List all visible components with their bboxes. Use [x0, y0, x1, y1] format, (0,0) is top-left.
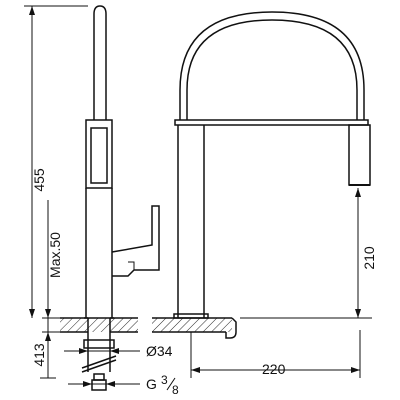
lever-rod [93, 5, 107, 120]
dim-thread-den: 8 [172, 383, 179, 397]
side-view [84, 5, 160, 319]
dim-thread-num: 3 [161, 373, 168, 387]
spout-arch-inner [186, 19, 358, 120]
dim-handle-travel-label: Max.50 [47, 232, 63, 278]
front-view [174, 11, 371, 318]
dim-diameter-label: Ø34 [146, 343, 173, 359]
body-collar [174, 119, 369, 126]
dim-spout-clearance-label: 210 [361, 246, 377, 270]
dim-reach-label: 220 [262, 361, 286, 377]
dim-thread [68, 381, 140, 387]
counter-left [60, 317, 138, 391]
dim-reach [190, 330, 361, 378]
handle-lever [111, 205, 160, 277]
main-column [177, 125, 205, 318]
dim-total-height [24, 5, 88, 318]
dim-counter-thickness-label: 413 [31, 343, 47, 367]
dim-total-height-label: 455 [31, 168, 47, 192]
dim-handle-travel [42, 200, 60, 333]
body-upper [85, 119, 113, 189]
counter-right [152, 313, 237, 339]
dim-thread-label: G [146, 376, 157, 392]
dim-diameter [64, 348, 140, 354]
body-column [85, 188, 113, 318]
dim-counter-thickness [40, 318, 56, 379]
spout-arch-outer [179, 11, 365, 120]
body-upper-inner [90, 127, 108, 184]
handle-lever-detail [128, 261, 135, 270]
spray-head [348, 124, 371, 186]
dim-spout-clearance [240, 188, 372, 319]
